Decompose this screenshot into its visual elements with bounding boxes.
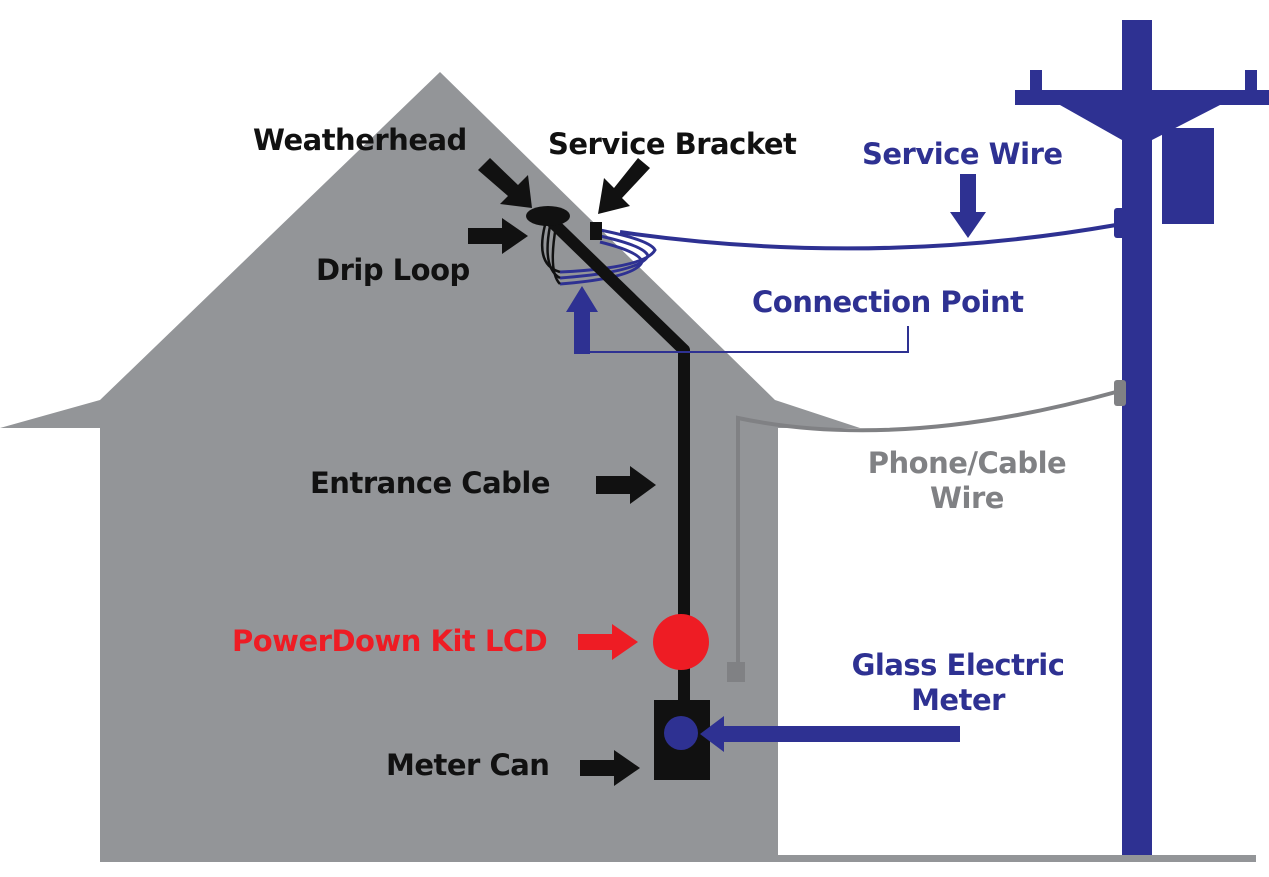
- drip-loop-label: Drip Loop: [316, 253, 470, 287]
- glass-meter: [664, 716, 698, 750]
- transformer-box: [1162, 128, 1214, 224]
- entrance-cable-arrow: [596, 466, 656, 504]
- meter-can-arrow: [580, 750, 640, 786]
- utility-pole: [1015, 20, 1269, 855]
- entrance-cable-label: Entrance Cable: [310, 466, 551, 500]
- drip-loop: [540, 224, 561, 285]
- weatherhead-cap: [526, 206, 570, 226]
- powerdown-kit-dot: [653, 614, 709, 670]
- powerdown-arrow: [578, 624, 638, 660]
- navy-arrows: [566, 174, 986, 752]
- weatherhead-arrow: [478, 158, 532, 208]
- service-bracket-label: Service Bracket: [548, 127, 797, 161]
- service-wire-arrow: [950, 174, 986, 238]
- phone-cable-wire: [736, 390, 1117, 662]
- phone-cable-wire-line1: Phone/Cable: [867, 446, 1067, 480]
- weatherhead-label: Weatherhead: [253, 123, 467, 157]
- service-bracket: [590, 222, 602, 240]
- ground-line: [100, 855, 1256, 862]
- glass-meter-arrow: [700, 716, 960, 752]
- phone-cable-wire-line2: Wire: [930, 481, 1004, 515]
- glass-meter-line2: Meter: [911, 683, 1005, 717]
- phone-cable-wire-label: Phone/Cable Wire: [862, 446, 1072, 516]
- service-bracket-arrow: [598, 158, 650, 214]
- service-wire-label: Service Wire: [862, 137, 1063, 171]
- connection-point-arrow: [566, 286, 598, 354]
- entrance-cable: [543, 213, 690, 705]
- glass-meter-label: Glass Electric Meter: [848, 648, 1068, 718]
- glass-meter-line1: Glass Electric: [851, 648, 1065, 682]
- drip-loop-arrow: [468, 218, 528, 254]
- meter-can-label: Meter Can: [386, 748, 550, 782]
- connection-point-bracket: [590, 326, 909, 353]
- powerdown-kit-label: PowerDown Kit LCD: [232, 624, 548, 658]
- connection-point-label: Connection Point: [752, 285, 1024, 319]
- black-arrows: [468, 158, 656, 786]
- service-wire: [619, 223, 1117, 251]
- house-silhouette: [0, 72, 860, 857]
- phone-cable-box: [727, 662, 745, 682]
